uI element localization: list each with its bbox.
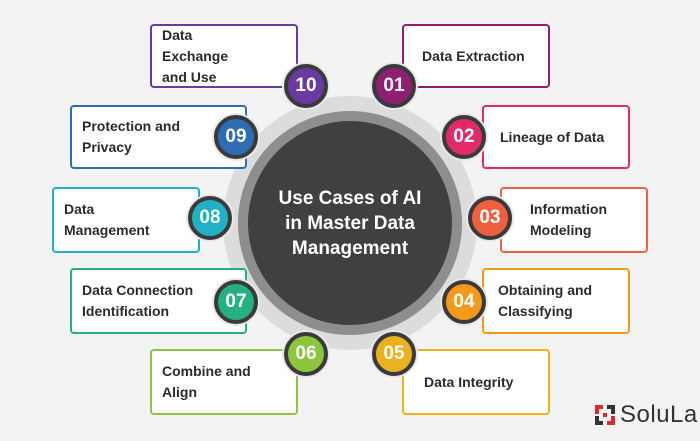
step-badge-01: 01 bbox=[372, 64, 416, 108]
step-number: 07 bbox=[225, 291, 247, 312]
use-case-card-01: Data Extraction bbox=[402, 24, 550, 88]
use-case-label: Information Modeling bbox=[530, 201, 607, 238]
step-number: 04 bbox=[453, 291, 475, 312]
step-badge-10: 10 bbox=[284, 64, 328, 108]
use-case-label: Lineage of Data bbox=[500, 128, 605, 145]
use-case-label: Data Extraction bbox=[422, 47, 525, 64]
step-badge-09: 09 bbox=[214, 115, 258, 159]
diagram-title: Use Cases of AI in Master Data Managemen… bbox=[278, 187, 422, 259]
step-badge-03: 03 bbox=[468, 196, 512, 240]
use-case-label: Obtaining and Classifying bbox=[498, 282, 593, 319]
center-circle: Use Cases of AI in Master Data Managemen… bbox=[248, 121, 452, 325]
step-badge-07: 07 bbox=[214, 280, 258, 324]
step-number: 02 bbox=[453, 126, 475, 147]
use-case-card-03: Information Modeling bbox=[500, 187, 648, 253]
use-case-label: Combine and Align bbox=[162, 363, 251, 400]
step-badge-06: 06 bbox=[284, 332, 328, 376]
brand-logo: SoluLa bbox=[594, 400, 698, 430]
logo-text: SoluLa bbox=[620, 401, 698, 428]
use-case-label: Data Connection Identification bbox=[82, 282, 194, 319]
use-case-card-08: Data Management bbox=[52, 187, 200, 253]
use-case-card-04: Obtaining and Classifying bbox=[482, 268, 630, 334]
use-case-label: Data Exchange and Use bbox=[162, 26, 229, 85]
use-case-label: Data Integrity bbox=[424, 373, 514, 390]
use-case-card-10: Data Exchange and Use bbox=[150, 24, 298, 88]
step-number: 08 bbox=[199, 207, 221, 228]
use-case-card-02: Lineage of Data bbox=[482, 105, 630, 169]
use-case-card-07: Data Connection Identification bbox=[70, 268, 247, 334]
step-badge-02: 02 bbox=[442, 115, 486, 159]
use-case-label: Protection and Privacy bbox=[82, 118, 181, 155]
step-number: 10 bbox=[295, 75, 317, 96]
step-number: 03 bbox=[479, 207, 501, 228]
use-case-card-05: Data Integrity bbox=[402, 349, 550, 415]
step-badge-04: 04 bbox=[442, 280, 486, 324]
use-case-label: Data Management bbox=[64, 201, 150, 238]
logo-mark-icon bbox=[595, 405, 615, 425]
use-case-card-06: Combine and Align bbox=[150, 349, 298, 415]
step-number: 06 bbox=[295, 343, 317, 364]
step-badge-05: 05 bbox=[372, 332, 416, 376]
step-badge-08: 08 bbox=[188, 196, 232, 240]
step-number: 05 bbox=[383, 343, 405, 364]
step-number: 09 bbox=[225, 126, 247, 147]
step-number: 01 bbox=[383, 75, 405, 96]
